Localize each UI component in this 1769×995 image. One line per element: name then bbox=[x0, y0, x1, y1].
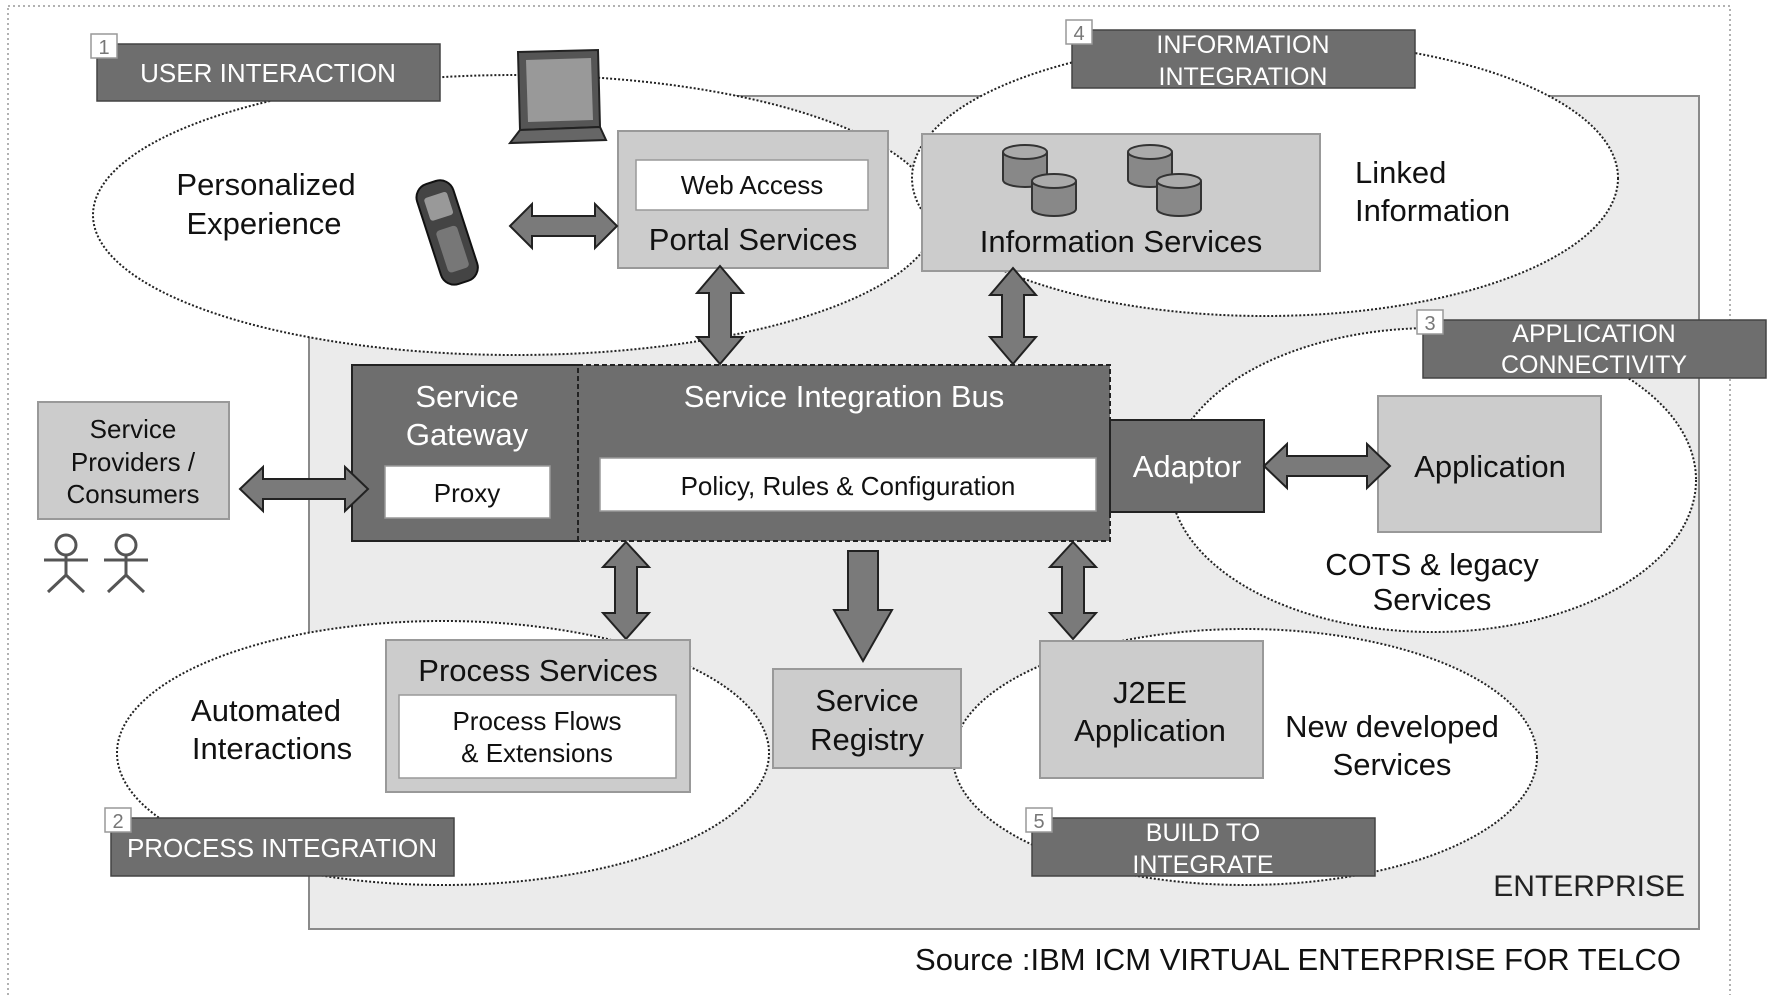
zone-title: INTEGRATE bbox=[1132, 851, 1273, 879]
proxy-box bbox=[384, 465, 551, 519]
database-icon bbox=[1002, 144, 1077, 217]
service-providers-label: Consumers bbox=[67, 479, 200, 509]
caption-experience: Experience bbox=[186, 206, 341, 241]
down-arrow bbox=[832, 550, 894, 664]
zone-title: BUILD TO bbox=[1146, 819, 1260, 847]
laptop-icon bbox=[507, 48, 608, 145]
caption-new-developed: New developed bbox=[1285, 709, 1499, 744]
enterprise-label: ENTERPRISE bbox=[1493, 870, 1685, 903]
caption-cots: COTS & legacy bbox=[1325, 547, 1539, 582]
double-arrow bbox=[1262, 441, 1392, 491]
zone-label-user-interaction: 1 USER INTERACTION bbox=[90, 33, 441, 102]
zone-number: 1 bbox=[98, 37, 109, 59]
person-icon bbox=[44, 533, 88, 594]
application-label: Application bbox=[1414, 449, 1566, 484]
j2ee-application-box: J2EE Application bbox=[1039, 640, 1264, 779]
zone-title: INFORMATION bbox=[1156, 31, 1329, 59]
zone-number: 4 bbox=[1073, 23, 1084, 45]
proxy-label: Proxy bbox=[434, 478, 500, 508]
zone-label-process-integration: 2 PROCESS INTEGRATION bbox=[104, 807, 455, 877]
policy-label: Policy, Rules & Configuration bbox=[681, 471, 1016, 501]
j2ee-title: J2EE bbox=[1113, 675, 1187, 710]
process-services-box: Process Services Process Flows & Extensi… bbox=[385, 639, 691, 793]
caption-services: Services bbox=[1333, 747, 1452, 782]
person-icon bbox=[104, 533, 148, 594]
double-arrow bbox=[987, 266, 1039, 366]
service-gateway-title: Service bbox=[415, 379, 518, 414]
information-services-title: Information Services bbox=[980, 224, 1263, 259]
zone-number: 2 bbox=[112, 811, 123, 833]
process-flows-label: & Extensions bbox=[461, 738, 613, 768]
adaptor-box bbox=[1109, 419, 1265, 513]
double-arrow bbox=[508, 201, 619, 251]
service-providers-label: Providers / bbox=[71, 447, 196, 477]
portal-services-title: Portal Services bbox=[649, 222, 857, 257]
caption-information: Information bbox=[1355, 193, 1510, 228]
database-icon bbox=[1127, 144, 1202, 217]
zone-title: PROCESS INTEGRATION bbox=[127, 833, 437, 863]
outer-frame bbox=[7, 5, 1731, 995]
mobile-phone-icon bbox=[415, 179, 479, 286]
double-arrow bbox=[1047, 540, 1099, 641]
service-integration-bus-title: Service Integration Bus bbox=[684, 379, 1005, 414]
zone-title: APPLICATION bbox=[1512, 320, 1675, 348]
double-arrow bbox=[694, 264, 746, 366]
double-arrow bbox=[238, 464, 370, 514]
caption-automated: Automated bbox=[191, 693, 341, 728]
zone-label-build-to-integrate: 5 BUILD TO INTEGRATE bbox=[1025, 807, 1376, 879]
caption-services: Services bbox=[1373, 582, 1492, 617]
process-flows-label: Process Flows bbox=[452, 706, 621, 736]
service-registry-title: Service bbox=[815, 683, 918, 718]
service-providers-label: Service bbox=[90, 414, 177, 444]
zone-title: CONNECTIVITY bbox=[1501, 351, 1687, 379]
j2ee-title: Application bbox=[1074, 713, 1226, 748]
process-services-title: Process Services bbox=[418, 653, 657, 688]
zone-number: 3 bbox=[1424, 313, 1435, 335]
source-caption: Source :IBM ICM VIRTUAL ENTERPRISE FOR T… bbox=[915, 942, 1681, 977]
caption-personalized: Personalized bbox=[176, 167, 355, 202]
portal-services-box: Web Access Portal Services bbox=[617, 130, 889, 269]
zone-title: USER INTERACTION bbox=[140, 58, 396, 88]
zone-label-information-integration: 4 INFORMATION INTEGRATION bbox=[1065, 19, 1416, 91]
caption-interactions: Interactions bbox=[192, 731, 352, 766]
service-registry-box: Service Registry bbox=[772, 668, 962, 769]
zone-label-application-connectivity: 3 APPLICATION CONNECTIVITY bbox=[1416, 309, 1767, 379]
web-access-label: Web Access bbox=[681, 170, 824, 200]
service-gateway-title: Gateway bbox=[406, 417, 529, 452]
caption-linked: Linked bbox=[1355, 155, 1446, 190]
service-registry-title: Registry bbox=[810, 722, 924, 757]
zone-number: 5 bbox=[1033, 811, 1044, 833]
zone-title: INTEGRATION bbox=[1159, 63, 1328, 91]
information-services-box: Information Services bbox=[921, 133, 1321, 272]
adaptor-label: Adaptor bbox=[1133, 449, 1242, 484]
service-providers-box bbox=[37, 401, 230, 520]
policy-box bbox=[599, 457, 1097, 512]
